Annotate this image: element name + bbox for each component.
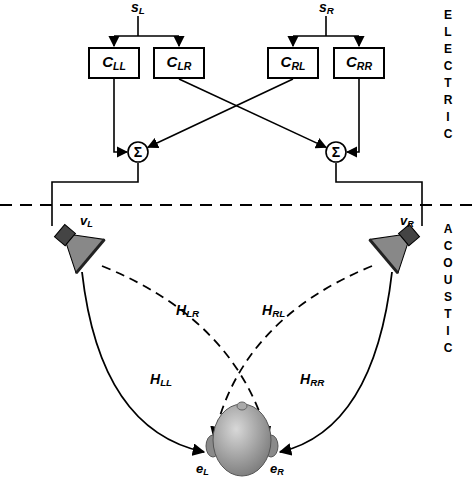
loudspeaker-left <box>45 214 104 273</box>
domain-label: ACOUSTIC <box>442 222 454 358</box>
box-label: CLR <box>167 54 192 71</box>
signal-name: vR <box>400 214 414 229</box>
transfer-function: HRL <box>262 303 285 319</box>
transfer-function: HRR <box>300 372 324 388</box>
signal-connector <box>179 79 326 147</box>
transfer-function: HLR <box>176 303 199 319</box>
input-wires <box>114 16 359 46</box>
box-label: CRL <box>281 54 306 71</box>
output-wires <box>52 163 422 226</box>
sum-symbol: Σ <box>332 145 340 159</box>
domain-divider <box>0 204 474 206</box>
signal-name: sR <box>319 0 334 16</box>
signal-connector <box>347 79 359 152</box>
filter-box: CLL <box>88 47 140 79</box>
box-label: CLL <box>102 54 126 71</box>
filter-box: CLR <box>153 47 205 79</box>
signal-connector <box>148 79 293 147</box>
ear-signal: eR <box>270 462 284 477</box>
sum-symbol: Σ <box>134 145 142 159</box>
box-label: CRR <box>346 54 372 71</box>
signal-connector <box>114 79 127 152</box>
signal-name: vL <box>80 214 93 229</box>
summing-junction: Σ <box>325 141 347 163</box>
filter-box: CRL <box>267 47 319 79</box>
transfer-function: HLL <box>150 372 172 388</box>
listener-head <box>206 402 278 476</box>
domain-label: ELECTRIC <box>442 8 454 144</box>
signal-name: sL <box>131 0 145 16</box>
ear-signal: eL <box>196 462 209 477</box>
loudspeaker-right <box>370 214 429 273</box>
filter-box: CRR <box>333 47 385 79</box>
summing-junction: Σ <box>127 141 149 163</box>
